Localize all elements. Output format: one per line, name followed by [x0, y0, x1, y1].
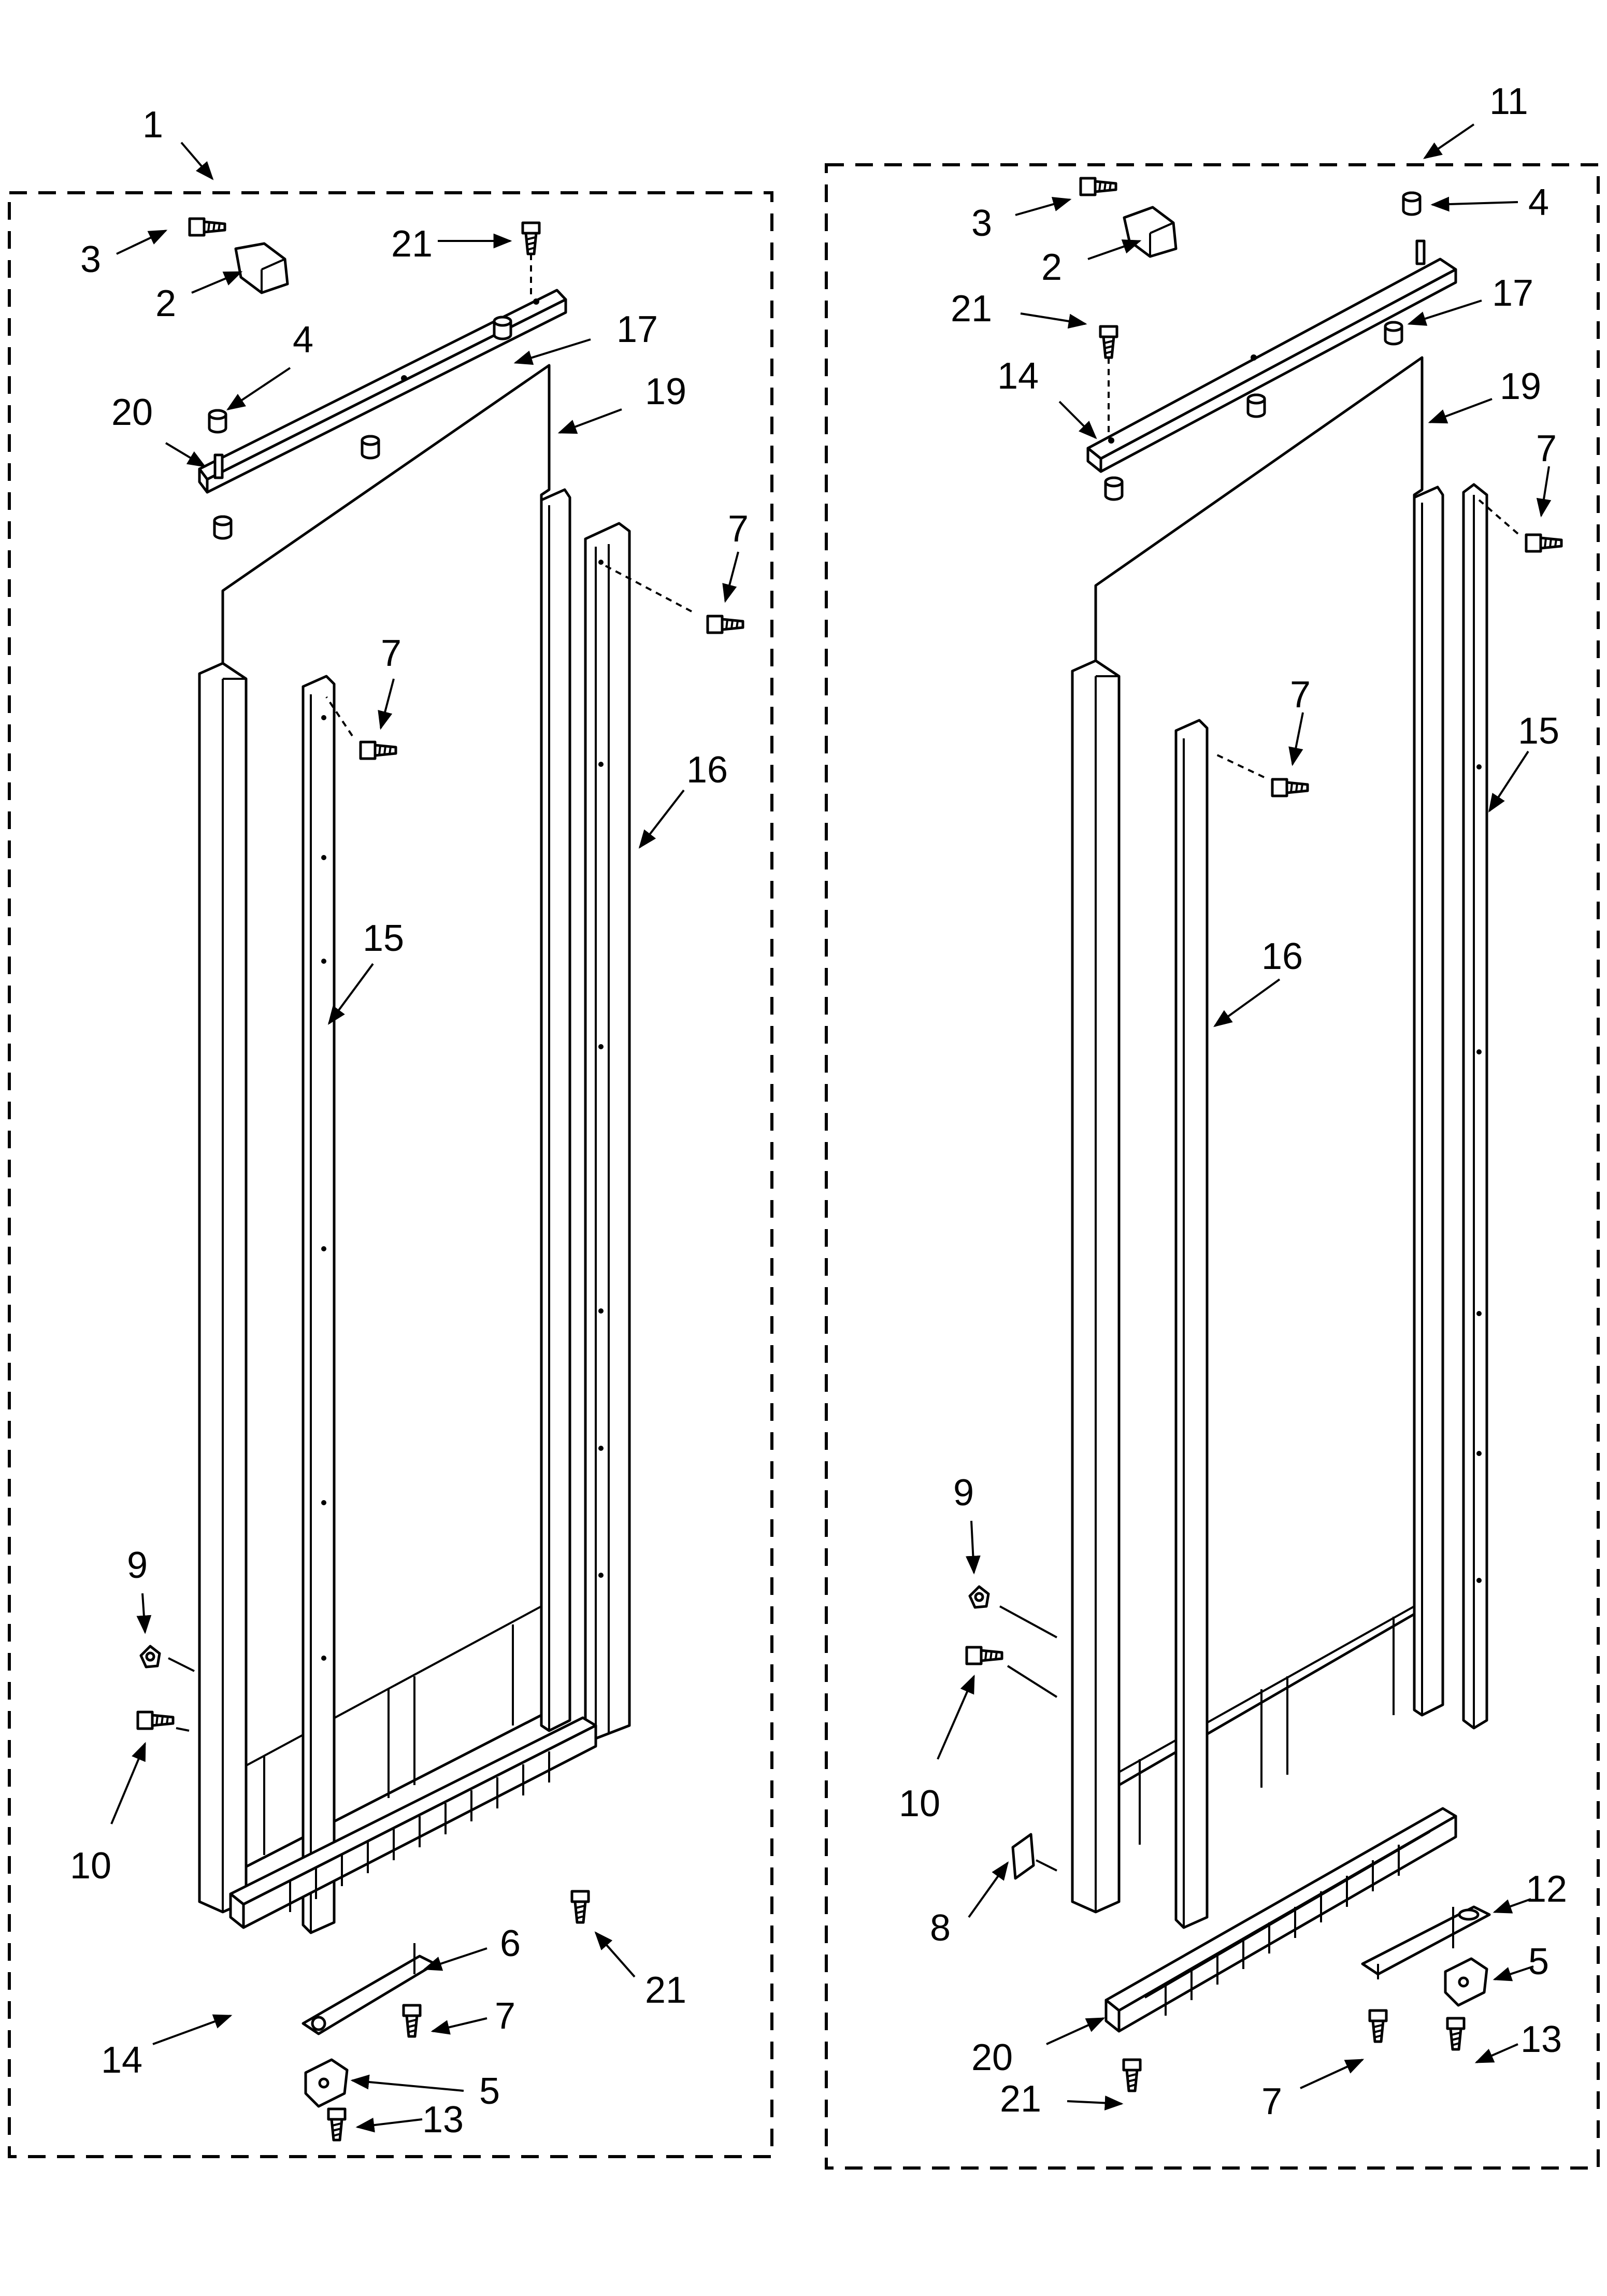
left-hinge-5	[304, 2058, 349, 2108]
right-hinge-plate-12	[1361, 1905, 1491, 1979]
left-callouts: 1 3 2 4 21 17 20 19 7 7 16 15 9 10 21 6 …	[70, 104, 749, 2141]
left-rail-screw-21	[572, 1891, 589, 1922]
callout-16-right: 16	[1261, 936, 1303, 977]
callout-19-right: 19	[1500, 366, 1541, 407]
callout-21-right-bottom: 21	[1000, 2078, 1041, 2120]
callout-14: 14	[101, 2040, 142, 2081]
right-door-panel	[1094, 356, 1424, 1787]
right-hinge-pin	[1403, 193, 1420, 215]
left-bottom-rail	[229, 1716, 597, 1929]
callout-9: 9	[127, 1545, 148, 1586]
callout-7-upper: 7	[728, 508, 749, 550]
left-trim-strip-15	[302, 675, 336, 1934]
callout-17-right: 17	[1492, 273, 1533, 314]
left-trim-strip-16	[584, 522, 631, 1740]
right-rear-channel	[1413, 486, 1444, 1717]
callout-7-right-middle: 7	[1290, 674, 1311, 716]
callout-10-right: 10	[899, 1783, 940, 1824]
left-leaders	[110, 141, 739, 2133]
left-hinge-bracket	[234, 242, 289, 294]
callout-5-right: 5	[1528, 1941, 1549, 1983]
left-top-screw	[523, 223, 539, 254]
left-hinge-screw-13	[328, 2109, 345, 2140]
callout-3-right: 3	[971, 203, 992, 244]
right-plate-screw-7	[1370, 2010, 1386, 2042]
callout-19: 19	[645, 371, 686, 412]
callout-9-right: 9	[953, 1472, 974, 1514]
callout-15-right: 15	[1518, 710, 1559, 752]
callout-7-middle: 7	[381, 633, 401, 674]
right-spacer-17	[1385, 322, 1402, 344]
callout-7-bottom: 7	[495, 1995, 515, 2037]
right-bottom-rail	[1104, 1807, 1457, 2033]
callout-21-right: 21	[951, 288, 992, 330]
left-front-channel	[198, 662, 248, 1914]
right-assembly	[825, 163, 1600, 2170]
right-hinge-5	[1444, 1957, 1488, 2007]
callout-1: 1	[142, 104, 163, 146]
left-assembly	[8, 191, 773, 2158]
callout-4: 4	[293, 319, 313, 361]
right-callouts: 11 3 2 4 21 17 14 19 7 7 15 16 9 10 8 12…	[899, 81, 1567, 2122]
right-top-screw	[1100, 326, 1117, 358]
callout-16: 16	[686, 749, 728, 791]
callout-15: 15	[363, 918, 404, 959]
left-hinge-screw	[190, 219, 225, 235]
callout-6: 6	[500, 1923, 521, 1964]
right-rail-screw-21	[1124, 2060, 1140, 2091]
callout-20: 20	[111, 392, 153, 433]
right-screw-7-upper	[1526, 535, 1561, 551]
callout-11: 11	[1489, 81, 1528, 122]
right-label-8	[1011, 1833, 1057, 1880]
right-front-channel	[1071, 659, 1121, 1914]
callout-14-right: 14	[997, 355, 1039, 397]
callout-2: 2	[155, 283, 176, 324]
callout-21: 21	[391, 223, 433, 265]
right-trim-strip-16	[1174, 719, 1209, 1929]
callout-7-right-bottom: 7	[1261, 2081, 1282, 2122]
left-plate-screw-7	[404, 2005, 420, 2036]
right-hinge-bracket	[1123, 206, 1178, 258]
callout-12: 12	[1526, 1869, 1567, 1910]
callout-10: 10	[70, 1845, 111, 1887]
left-clip-9	[141, 1646, 160, 1667]
right-hinge-screw-13	[1447, 2018, 1464, 2049]
left-screw-7-upper	[708, 616, 743, 633]
callout-3: 3	[80, 239, 101, 280]
left-hinge-pin	[209, 410, 226, 432]
right-screw-10	[967, 1647, 1002, 1664]
right-assembly-boundary	[825, 163, 1600, 2170]
right-clip-9	[970, 1587, 988, 1607]
callout-13: 13	[422, 2099, 464, 2141]
callout-2-right: 2	[1041, 247, 1062, 288]
right-leaders	[937, 123, 1552, 2110]
callout-4-right: 4	[1528, 182, 1549, 223]
callout-17: 17	[616, 309, 658, 350]
callout-5: 5	[479, 2071, 500, 2112]
left-top-hinge-bar	[198, 289, 567, 538]
callout-13-right: 13	[1520, 2019, 1562, 2060]
right-trim-strip-15	[1462, 483, 1488, 1730]
right-hinge-screw	[1081, 178, 1116, 195]
left-door-panel	[221, 364, 551, 1870]
callout-21-bottom: 21	[645, 1970, 686, 2011]
callout-20-right: 20	[971, 2037, 1013, 2078]
callout-8: 8	[930, 1907, 951, 1949]
left-screw-10	[138, 1712, 173, 1729]
left-rear-channel	[540, 488, 571, 1732]
right-top-hinge-bar	[1086, 239, 1457, 500]
callout-7-right-upper: 7	[1536, 428, 1557, 469]
left-assembly-boundary	[8, 191, 773, 2158]
